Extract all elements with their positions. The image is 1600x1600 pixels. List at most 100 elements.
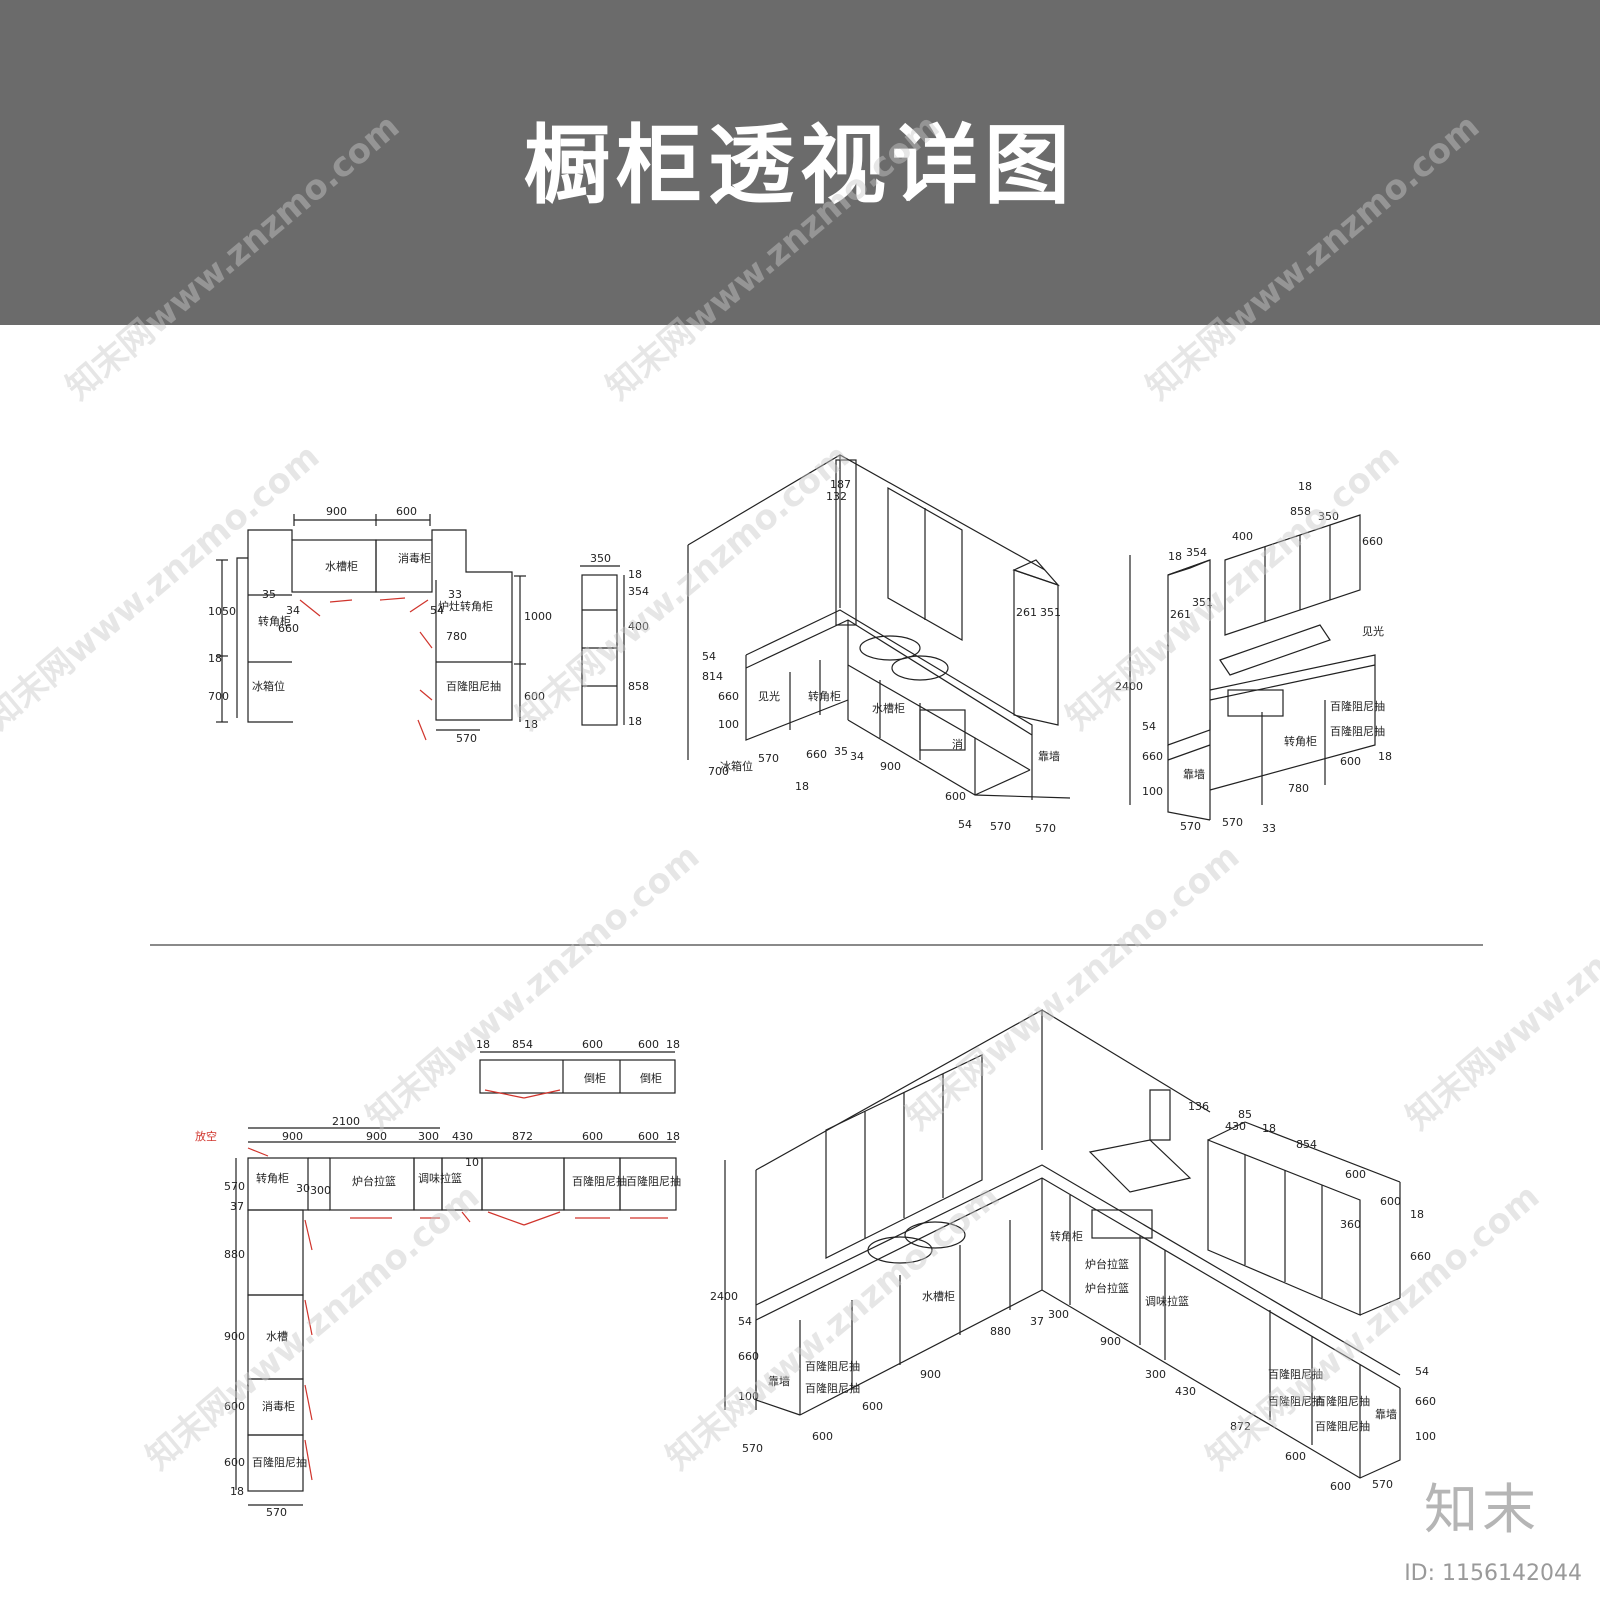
dim-text: 600 [224,1400,245,1413]
label-drawer: 百隆阻尼抽 [1268,1367,1323,1381]
dim-text: 37 [230,1200,244,1213]
dim-text: 37 [1030,1315,1044,1328]
page-title: 橱柜透视详图 [524,115,1076,216]
label-drawer: 百隆阻尼抽 [805,1381,860,1395]
dim-text: 351 [1040,606,1061,619]
dim-text: 400 [1232,530,1253,543]
dim-text: 660 [278,622,299,635]
dim-text: 187 [830,478,851,491]
label-disinfect: 消 [952,737,963,751]
label-drawer: 百隆阻尼抽 [252,1455,307,1469]
dim-text: 54 [1415,1365,1429,1378]
iso-right [1129,514,1376,821]
dim-text: 18 [628,568,642,581]
dim-text: 900 [1100,1335,1121,1348]
dim-text: 136 [1188,1100,1209,1113]
dim-text: 600 [1345,1168,1366,1181]
dim-text: 570 [266,1506,287,1519]
dim-text: 300 [1145,1368,1166,1381]
dim-text: 54 [738,1315,752,1328]
dim-text: 858 [628,680,649,693]
dim-text: 18 [666,1038,680,1051]
dim-text: 600 [945,790,966,803]
header-banner [0,0,1600,325]
dim-text: 880 [224,1248,245,1261]
label-sink: 水槽 [266,1330,288,1343]
label-stove-basket: 炉台拉篮 [352,1174,396,1188]
elevation-strip [580,565,625,726]
dim-text: 35 [834,745,848,758]
dim-text: 360 [1340,1218,1361,1231]
label-see-light: 见光 [1362,624,1384,638]
dim-text: 660 [718,690,739,703]
dim-text: 132 [826,490,847,503]
dim-text: 900 [920,1368,941,1381]
dim-text: 900 [282,1130,303,1143]
label-drawer: 百隆阻尼抽 [1330,724,1385,738]
bottom-upper-elevation [479,1051,676,1094]
label-drawer: 百隆阻尼抽 [805,1359,860,1373]
dim-text: 600 [1330,1480,1351,1493]
dim-text: 600 [1340,755,1361,768]
dim-text: 430 [1225,1120,1246,1133]
dim-text: 600 [1285,1450,1306,1463]
label-drawer: 百隆阻尼抽 [1268,1394,1323,1408]
dim-text: 872 [512,1130,533,1143]
label-stove-basket: 炉台拉篮 [1085,1281,1129,1295]
label-seasoning: 调味拉篮 [1145,1294,1189,1308]
dim-text: 18 [1378,750,1392,763]
dim-text: 660 [1410,1250,1431,1263]
dim-text: 54 [430,604,444,617]
label-corner: 转角柜 [1050,1229,1083,1243]
dim-text: 33 [448,588,462,601]
dim-text: 100 [1142,785,1163,798]
iso-bottom-room [724,1008,1401,1479]
dim-text: 34 [850,750,864,763]
dim-text: 660 [1142,750,1163,763]
label-corner: 转角柜 [256,1171,289,1185]
dim-text: 430 [452,1130,473,1143]
label-fake-wall: 靠墙 [1038,749,1060,763]
dim-text: 700 [708,765,729,778]
label-disinfect: 消毒柜 [398,551,431,565]
dim-text: 600 [812,1430,833,1443]
dim-text: 354 [628,585,649,598]
dim-text: 18 [476,1038,490,1051]
label-drawer: 百隆阻尼抽 [626,1174,681,1188]
dim-text: 600 [396,505,417,518]
dim-text: 660 [1362,535,1383,548]
dim-text: 900 [224,1330,245,1343]
dim-text: 30 [296,1182,310,1195]
dim-text: 600 [224,1456,245,1469]
dim-text: 2400 [1115,680,1143,693]
label-inverted-cabinet: 倒柜 [640,1072,662,1085]
dim-text: 660 [806,748,827,761]
label-see-light: 见光 [758,689,780,703]
dim-text: 880 [990,1325,1011,1338]
image-id: ID: 1156142044 [1404,1561,1582,1586]
label-drawer: 百隆阻尼抽 [1315,1419,1370,1433]
dim-text: 18 [230,1485,244,1498]
dim-text: 600 [582,1038,603,1051]
label-sink: 水槽柜 [872,702,905,715]
dim-text: 1050 [208,605,236,618]
dim-text: 18 [628,715,642,728]
top-plan [216,514,526,731]
dim-text: 100 [738,1390,759,1403]
label-corner: 转角柜 [808,689,841,703]
dim-text: 300 [1048,1308,1069,1321]
top-plan-door-swings [299,597,433,741]
label-stove-corner: 炉灶转角柜 [438,599,493,613]
bottom-plan [235,1127,677,1506]
dim-text: 18 [208,652,222,665]
label-disinfect: 消毒柜 [262,1399,295,1413]
label-sink: 水槽柜 [325,560,358,573]
dim-text: 54 [702,650,716,663]
dim-text: 35 [262,588,276,601]
dim-text: 570 [990,820,1011,833]
dim-text: 570 [456,732,477,745]
dim-text: 600 [582,1130,603,1143]
dim-text: 570 [1372,1478,1393,1491]
label-corner: 转角柜 [258,614,291,628]
